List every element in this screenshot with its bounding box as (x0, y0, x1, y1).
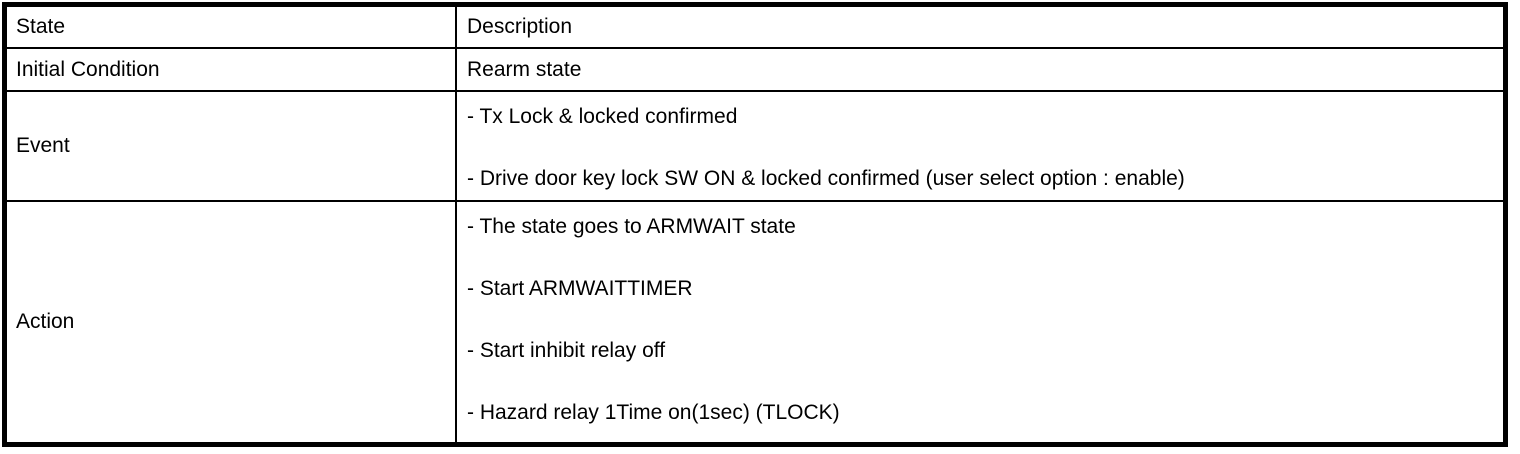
table-header-row: State Description (7, 7, 1503, 47)
table-row-event: Event - Tx Lock & locked confirmed - Dri… (7, 90, 1503, 200)
description-line: - Start inhibit relay off (467, 339, 666, 362)
column-header-state-cell: State (7, 7, 457, 47)
state-label: Event (16, 134, 70, 157)
description-cell: Rearm state (457, 49, 1503, 90)
table-row-initial-condition: Initial Condition Rearm state (7, 47, 1503, 90)
state-label: Action (16, 310, 75, 333)
column-header-description-cell: Description (457, 7, 1503, 47)
state-cell: Event (7, 92, 457, 200)
description-cell: - The state goes to ARMWAIT state - Star… (457, 202, 1503, 442)
description-line: - Hazard relay 1Time on(1sec) (TLOCK) (467, 401, 840, 424)
description-line: - Tx Lock & locked confirmed (467, 105, 738, 128)
description-line: - Start ARMWAITTIMER (467, 277, 693, 300)
column-header-description: Description (467, 15, 573, 38)
state-cell: Action (7, 202, 457, 442)
description-line: Rearm state (467, 57, 582, 81)
description-line: - Drive door key lock SW ON & locked con… (467, 167, 1185, 190)
description-cell: - Tx Lock & locked confirmed - Drive doo… (457, 92, 1503, 200)
table-row-action: Action - The state goes to ARMWAIT state… (7, 200, 1503, 442)
column-header-state: State (16, 15, 66, 38)
state-cell: Initial Condition (7, 49, 457, 90)
state-label: Initial Condition (16, 57, 160, 81)
description-line: - The state goes to ARMWAIT state (467, 215, 796, 238)
state-description-table: State Description Initial Condition Rear… (2, 2, 1508, 447)
